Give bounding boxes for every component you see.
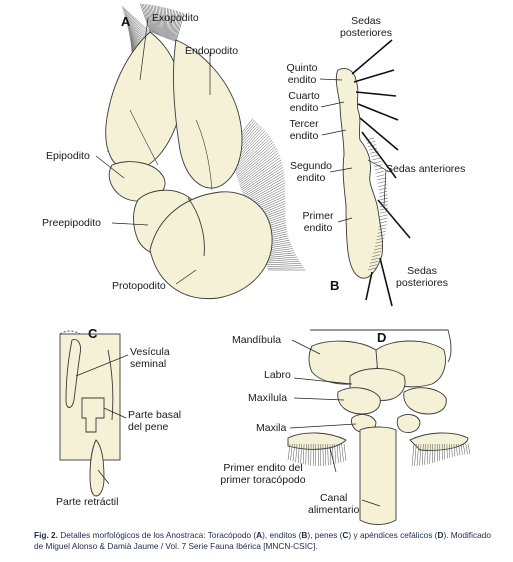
label-sedas-anteriores: Sedas anteriores xyxy=(386,163,466,175)
endites-illustration xyxy=(335,39,411,307)
label-segundo-line2: endito xyxy=(296,172,326,184)
label-parte-retractil: Parte retráctil xyxy=(56,496,119,508)
seminal-vesicle xyxy=(65,339,81,408)
label-canal-line1: Canal xyxy=(319,492,348,504)
label-segundo-endito: Segundo endito xyxy=(288,160,334,184)
label-tercer-line1: Tercer xyxy=(289,118,319,130)
label-endopodito: Endopodito xyxy=(185,45,239,57)
caption-text-2: ), enditos ( xyxy=(262,530,302,540)
leader-lines xyxy=(75,17,387,507)
label-sedas-posteriores-bottom: Sedas posteriores xyxy=(390,265,454,289)
label-vesicula-seminal: Vesícula seminal xyxy=(130,346,170,370)
maxillule xyxy=(337,387,381,415)
label-canal-line2: alimentario xyxy=(308,504,360,516)
label-primer-endito: Primer endito xyxy=(298,210,338,234)
label-parte-basal: Parte basal del pene xyxy=(128,409,181,433)
panel-label-d: D xyxy=(377,330,387,345)
thoracopod-illustration xyxy=(105,3,306,300)
caption-text-3: ), penes ( xyxy=(307,530,343,540)
label-primer-line1: Primer xyxy=(302,210,334,222)
label-canal-alimentario: Canal alimentario xyxy=(308,492,359,516)
panel-label-b: B xyxy=(330,278,340,293)
label-quinto-line2: endito xyxy=(287,74,317,86)
label-labro: Labro xyxy=(264,369,291,381)
label-tercer-line2: endito xyxy=(289,130,319,142)
label-parte-basal-line2: del pene xyxy=(128,421,169,433)
label-sedas-posteriores-top-line2: posteriores xyxy=(340,27,392,39)
panel-label-a: A xyxy=(121,14,131,29)
label-mandibula: Mandíbula xyxy=(232,334,282,346)
caption-ref-b: B xyxy=(301,530,308,540)
endite-body xyxy=(335,68,383,279)
label-cuarto-line1: Cuarto xyxy=(288,90,320,102)
penis-illustration xyxy=(59,330,121,497)
label-sedas-posteriores-bottom-line1: Sedas xyxy=(407,265,437,277)
caption-ref-a: A xyxy=(256,530,263,540)
panel-label-c: C xyxy=(88,326,98,341)
label-preepipodito: Preepipodito xyxy=(42,217,101,229)
label-primer-endito-line2: primer toracópodo xyxy=(220,474,306,486)
head-outline xyxy=(310,329,452,363)
label-primer-line2: endito xyxy=(303,222,333,234)
endite-fine-setae xyxy=(365,137,389,271)
label-primer-endito-toracopodo: Primer endito del primer toracópodo xyxy=(210,462,316,486)
label-protopodito: Protopodito xyxy=(112,280,166,292)
label-quinto-line1: Quinto xyxy=(286,62,318,74)
label-sedas-posteriores-top-line1: Sedas xyxy=(351,15,381,27)
alimentary-canal xyxy=(359,426,397,525)
figure-caption: Fig. 2. Detalles morfológicos de los Ano… xyxy=(34,530,494,551)
label-maxilula: Maxílula xyxy=(248,392,288,404)
endite-setae xyxy=(351,39,411,307)
label-segundo-line1: Segundo xyxy=(289,160,333,172)
endopodite xyxy=(173,39,243,189)
label-epipodito: Epipodito xyxy=(46,150,90,162)
label-cuarto-line2: endito xyxy=(289,102,319,114)
label-sedas-posteriores-top: Sedas posteriores xyxy=(336,15,396,39)
penis-retractile-part xyxy=(89,439,105,497)
penis-basal-part xyxy=(81,397,105,433)
label-maxila: Maxila xyxy=(256,422,287,434)
first-thoracopod-endite-left xyxy=(287,432,347,450)
caption-text-4: ) y apéndices cefálicos ( xyxy=(348,530,438,540)
caption-ref-c: C xyxy=(342,530,349,540)
cephalic-illustration xyxy=(287,329,471,525)
label-vesicula-line1: Vesícula xyxy=(130,346,170,358)
caption-text-5: ). Modificado de Miguel Alonso & Damià J… xyxy=(34,530,491,551)
label-sedas-posteriores-bottom-line2: posteriores xyxy=(396,277,448,289)
caption-text-1: Detalles morfológicos de los Anostraca: … xyxy=(57,530,257,540)
label-exopodito: Exopodito xyxy=(152,12,199,24)
label-primer-endito-line1: Primer endito del xyxy=(223,462,303,474)
caption-ref-d: D xyxy=(437,530,444,540)
protopodite xyxy=(149,191,273,300)
label-vesicula-line2: seminal xyxy=(130,358,167,370)
label-tercer-endito: Tercer endito xyxy=(284,118,324,142)
label-cuarto-endito: Cuarto endito xyxy=(284,90,324,114)
label-quinto-endito: Quinto endito xyxy=(282,62,322,86)
caption-fig-label: Fig. 2. xyxy=(34,530,58,540)
label-parte-basal-line1: Parte basal xyxy=(128,409,182,421)
